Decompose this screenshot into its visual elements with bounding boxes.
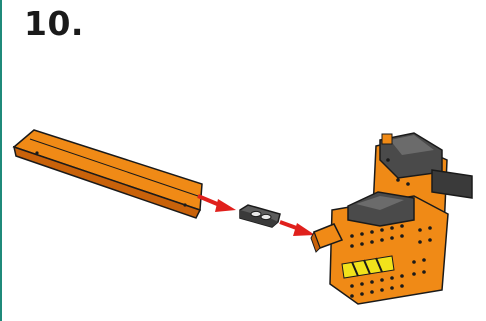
orange-rail-icon bbox=[12, 129, 203, 219]
step-number: 10. bbox=[24, 4, 84, 43]
arrow-plate-to-machine bbox=[279, 220, 315, 236]
arrow-rail-to-plate bbox=[197, 194, 236, 212]
connector-plate-icon bbox=[239, 204, 281, 228]
machine-assembly-icon bbox=[310, 132, 473, 305]
